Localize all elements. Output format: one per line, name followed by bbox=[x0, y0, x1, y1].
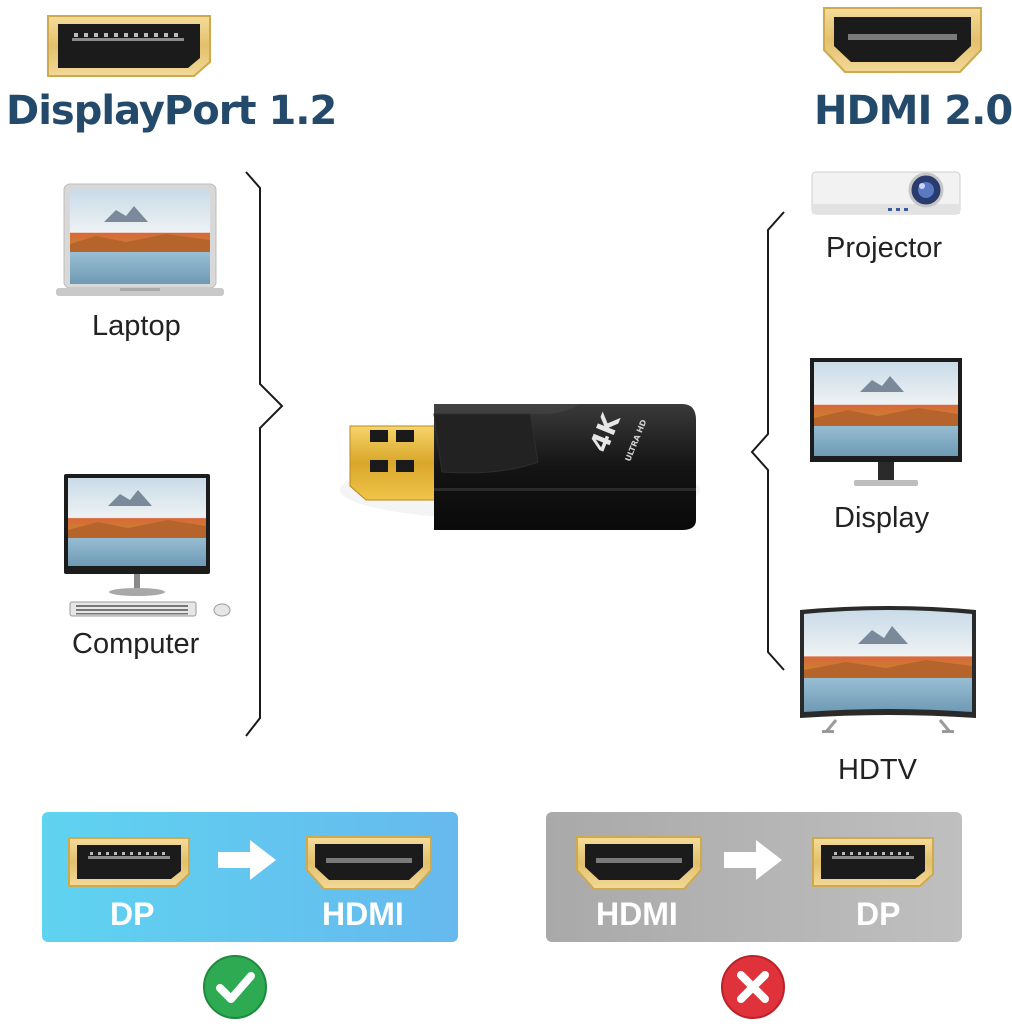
displayport-heading: DisplayPort 1.2 bbox=[6, 88, 337, 134]
hdmi-port-icon bbox=[304, 834, 434, 892]
cross-icon bbox=[720, 954, 786, 1020]
unsupported-to-label: DP bbox=[856, 896, 901, 932]
displayport-port-icon bbox=[44, 10, 214, 80]
displayport-to-hdmi-adapter-icon: 4K ULTRA HD bbox=[330, 380, 710, 540]
displayport-port-icon bbox=[66, 834, 192, 890]
supported-direction-panel: DP HDMI bbox=[42, 812, 458, 942]
display-label: Display bbox=[834, 502, 930, 534]
hdmi-port-icon bbox=[574, 834, 704, 892]
right-arrow-icon bbox=[216, 838, 278, 882]
right-bracket bbox=[748, 210, 788, 672]
computer-label: Computer bbox=[72, 628, 200, 660]
supported-from-label: DP bbox=[110, 896, 155, 932]
right-arrow-icon bbox=[722, 838, 784, 882]
laptop-icon bbox=[56, 182, 224, 300]
projector-label: Projector bbox=[826, 232, 943, 264]
laptop-label: Laptop bbox=[92, 310, 181, 342]
unsupported-from-label: HDMI bbox=[596, 896, 678, 932]
check-icon bbox=[202, 954, 268, 1020]
monitor-icon bbox=[808, 356, 964, 490]
displayport-port-icon bbox=[810, 834, 936, 890]
hdtv-label: HDTV bbox=[838, 754, 917, 786]
supported-to-label: HDMI bbox=[322, 896, 404, 932]
unsupported-direction-panel: HDMI DP bbox=[546, 812, 962, 942]
desktop-computer-icon bbox=[58, 472, 238, 622]
tv-icon bbox=[796, 602, 980, 738]
hdmi-heading: HDMI 2.0 bbox=[814, 88, 1012, 134]
hdmi-port-icon bbox=[820, 4, 985, 76]
left-bracket bbox=[238, 170, 288, 738]
projector-icon bbox=[808, 168, 964, 222]
